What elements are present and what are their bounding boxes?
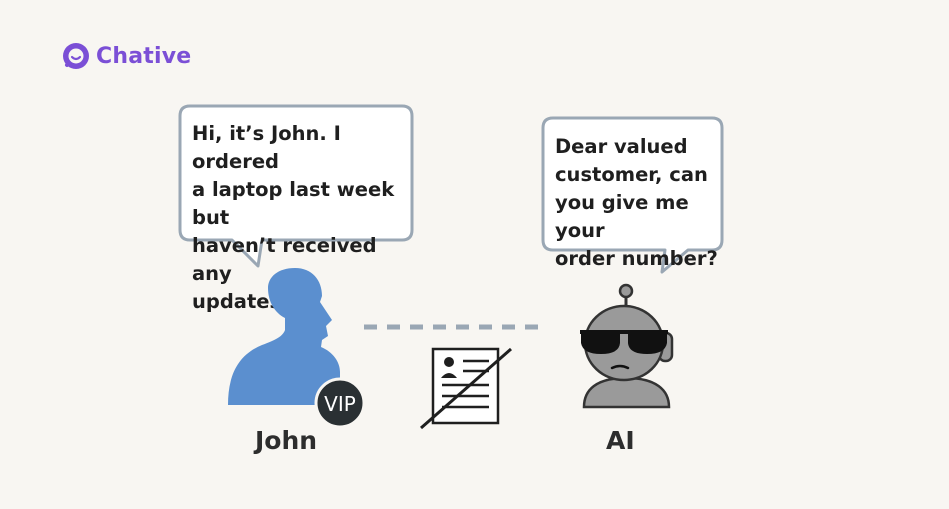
bot-message-line: customer, can — [555, 163, 708, 186]
bot-name: AI — [606, 426, 635, 455]
customer-message: Hi, it’s John. I ordered a laptop last w… — [192, 120, 412, 316]
customer-message-line: Hi, it’s John. I ordered — [192, 122, 341, 173]
brand-logo: Chative — [62, 42, 191, 70]
bot-message-line: Dear valued — [555, 135, 688, 158]
brand-name: Chative — [96, 43, 192, 69]
customer-message-line: updates. — [192, 290, 289, 313]
customer-name: John — [255, 426, 318, 455]
bot-message: Dear valued customer, can you give me yo… — [555, 133, 725, 273]
person-silhouette-icon — [228, 268, 340, 405]
vip-badge-label: VIP — [324, 392, 356, 416]
robot-icon — [580, 283, 674, 409]
customer-message-line: a laptop last week but — [192, 178, 395, 229]
customer-message-line: haven’t received any — [192, 234, 377, 285]
vip-badge — [314, 377, 366, 429]
chat-bubble-smile-icon — [63, 43, 89, 69]
bot-message-line: order number? — [555, 247, 718, 270]
bot-message-line: you give me your — [555, 191, 689, 242]
